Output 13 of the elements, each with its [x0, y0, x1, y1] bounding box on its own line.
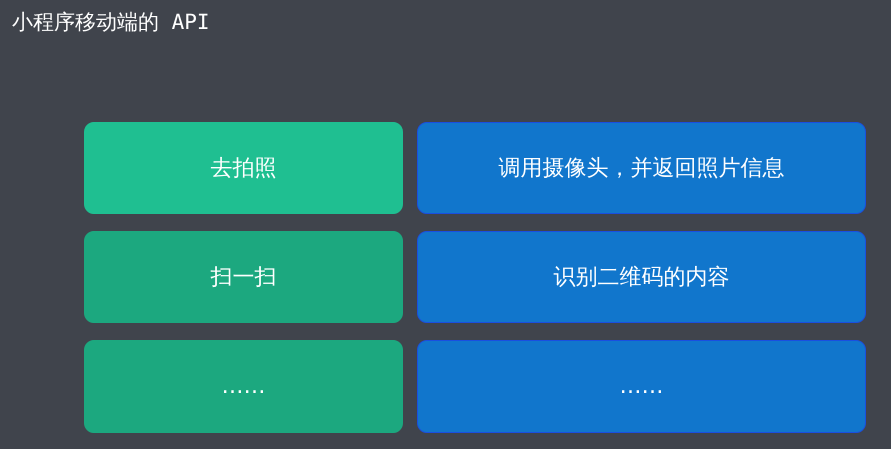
card-label: 扫一扫: [210, 264, 276, 292]
description-card: [417, 231, 866, 323]
description-card: [417, 340, 866, 433]
action-card: [84, 122, 403, 214]
card-label: 调用摄像头，并返回照片信息: [498, 155, 784, 183]
diagram-title: 小程序移动端的 API: [12, 9, 210, 36]
action-card: [84, 340, 403, 433]
description-card: [417, 122, 866, 214]
card-label: ……: [222, 374, 266, 399]
action-card: [84, 231, 403, 323]
card-label: ……: [620, 374, 664, 399]
card-label: 去拍照: [210, 155, 276, 183]
card-label: 识别二维码的内容: [554, 264, 730, 292]
